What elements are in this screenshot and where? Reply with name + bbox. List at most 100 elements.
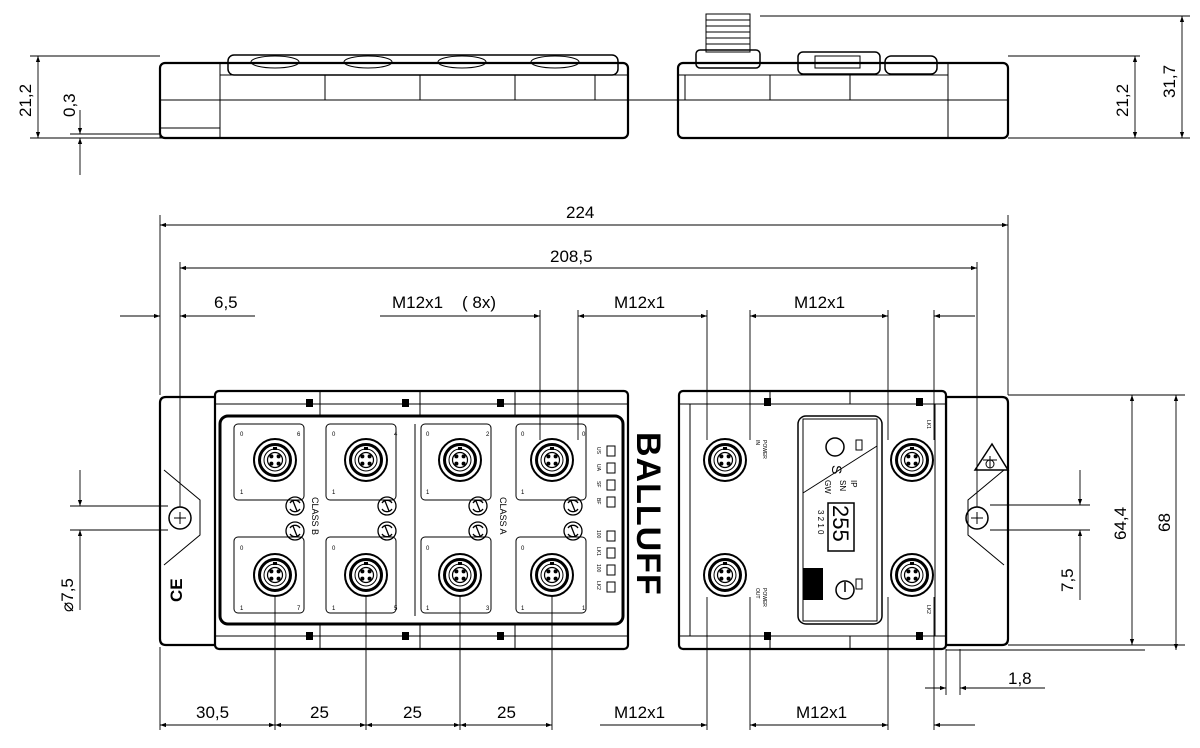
dim-bottom-link: M12x1 bbox=[796, 703, 847, 722]
dim-thread-power: M12x1 bbox=[614, 293, 665, 312]
dim-side-total-height: 31,7 bbox=[1160, 65, 1179, 98]
link-1-connector bbox=[889, 437, 935, 483]
side-divisions bbox=[324, 75, 851, 100]
pin-label: 0 bbox=[332, 432, 336, 438]
dimension-lines bbox=[35, 16, 1185, 728]
power-out-label: POWER bbox=[761, 588, 767, 607]
sn-label: SN bbox=[838, 480, 847, 491]
display-digits: 3 2 1 0 bbox=[816, 510, 825, 535]
power-in-label: IN bbox=[754, 440, 760, 445]
display-panel bbox=[797, 415, 883, 625]
led-label-lk1: LK1 bbox=[595, 547, 601, 556]
led-label-bf: BF bbox=[595, 498, 601, 504]
dim-bottom-pitch: 25 bbox=[403, 703, 422, 722]
right-top-cells bbox=[764, 391, 923, 649]
gw-label: GW bbox=[823, 480, 832, 494]
port-number: 5 bbox=[394, 606, 398, 612]
top-cells bbox=[306, 391, 516, 649]
led-label-lk2: LK2 bbox=[595, 581, 601, 590]
port-number: 1 bbox=[582, 606, 586, 612]
power-in-label: POWER bbox=[761, 440, 767, 459]
pin-label: 1 bbox=[240, 490, 244, 496]
port-number: 2 bbox=[486, 432, 490, 438]
lk1-label: LK1 bbox=[925, 420, 931, 429]
pin-label: 0 bbox=[332, 546, 336, 552]
dim-overall-length: 224 bbox=[566, 203, 594, 222]
display-value: 255 bbox=[828, 505, 853, 542]
port-4-connector bbox=[343, 437, 389, 483]
ground-icon bbox=[973, 442, 1010, 471]
dimension-labels: 21,2 0,3 21,2 31,7 224 208,5 6,5 M12x1 (… bbox=[16, 65, 1179, 722]
extension-lines bbox=[30, 15, 1190, 730]
dim-thread-link: M12x1 bbox=[794, 293, 845, 312]
port-7-connector bbox=[252, 552, 298, 598]
dim-body-inner-width: 64,4 bbox=[1111, 507, 1130, 540]
side-port-caps bbox=[227, 54, 619, 76]
pin-label: 1 bbox=[332, 606, 336, 612]
pin-label: 0 bbox=[426, 432, 430, 438]
pin-label: 1 bbox=[521, 490, 525, 496]
ip-label: IP bbox=[849, 480, 858, 488]
dim-side-height-left: 21,2 bbox=[16, 84, 35, 117]
side-m12-connector bbox=[695, 13, 761, 69]
pin-label: 1 bbox=[426, 490, 430, 496]
side-view bbox=[158, 13, 1010, 140]
dim-body-width: 68 bbox=[1155, 513, 1174, 532]
port-1-connector bbox=[529, 552, 575, 598]
port-number: 6 bbox=[297, 432, 301, 438]
pin-label: 0 bbox=[240, 546, 244, 552]
power-out-connector bbox=[702, 552, 748, 598]
power-in-connector bbox=[702, 437, 748, 483]
port-5-connector bbox=[343, 552, 389, 598]
dim-bottom-power: M12x1 bbox=[614, 703, 665, 722]
manufacturer-logo bbox=[803, 568, 823, 600]
ce-mark: CE bbox=[167, 578, 186, 602]
led-label-us: US bbox=[595, 447, 601, 455]
pin-label: 1 bbox=[332, 490, 336, 496]
pin-label: 0 bbox=[240, 432, 244, 438]
power-out-label: OUT bbox=[754, 588, 760, 599]
led-label-100: 100 bbox=[595, 530, 601, 539]
pin-label: 0 bbox=[426, 546, 430, 552]
status-leds bbox=[606, 445, 616, 593]
port-0-connector bbox=[529, 437, 575, 483]
dim-side-offset: 0,3 bbox=[60, 93, 79, 117]
side-mount-foot bbox=[159, 127, 221, 139]
rotary-switch-icon bbox=[825, 437, 845, 457]
port-number: 4 bbox=[394, 432, 398, 438]
pin-label: 1 bbox=[521, 606, 525, 612]
dim-side-height-right: 21,2 bbox=[1113, 84, 1132, 117]
class-a-label: CLASS A bbox=[498, 497, 508, 535]
io-panel bbox=[218, 414, 625, 626]
led-label-sf: SF bbox=[595, 481, 601, 487]
port-number: 3 bbox=[486, 606, 490, 612]
dim-bottom-first: 30,5 bbox=[196, 703, 229, 722]
pin-label: 1 bbox=[240, 606, 244, 612]
display-s-label: S bbox=[829, 465, 845, 474]
port-number: 7 bbox=[297, 606, 301, 612]
front-view: 6 4 2 0 7 5 3 1 0 1 0 1 0 1 0 1 0 1 0 1 … bbox=[158, 389, 1010, 651]
lk2-label: LK2 bbox=[925, 605, 931, 614]
port-frames bbox=[233, 423, 587, 614]
class-b-label: CLASS B bbox=[310, 497, 320, 535]
power-icon bbox=[835, 580, 855, 600]
brand-logo: BALLUFF bbox=[629, 432, 667, 596]
dim-hole-diameter: ⌀7,5 bbox=[58, 578, 77, 612]
pin-label: 1 bbox=[426, 606, 430, 612]
dim-mount-thickness: 1,8 bbox=[1008, 669, 1032, 688]
pin-label: 0 bbox=[521, 546, 525, 552]
address-display bbox=[827, 502, 855, 552]
led-label-ua: UA bbox=[595, 464, 601, 472]
dim-connector-count: ( 8x) bbox=[462, 293, 496, 312]
pin-label: 0 bbox=[521, 432, 525, 438]
dim-hole-spacing: 208,5 bbox=[550, 247, 593, 266]
link-2-connector bbox=[889, 552, 935, 598]
side-display-cap bbox=[797, 51, 938, 75]
port-number: 0 bbox=[582, 432, 586, 438]
port-2-connector bbox=[437, 437, 483, 483]
led-label-100: 100 bbox=[595, 564, 601, 573]
dim-thread-main: M12x1 bbox=[392, 293, 443, 312]
port-3-connector bbox=[437, 552, 483, 598]
dim-bottom-pitch: 25 bbox=[310, 703, 329, 722]
